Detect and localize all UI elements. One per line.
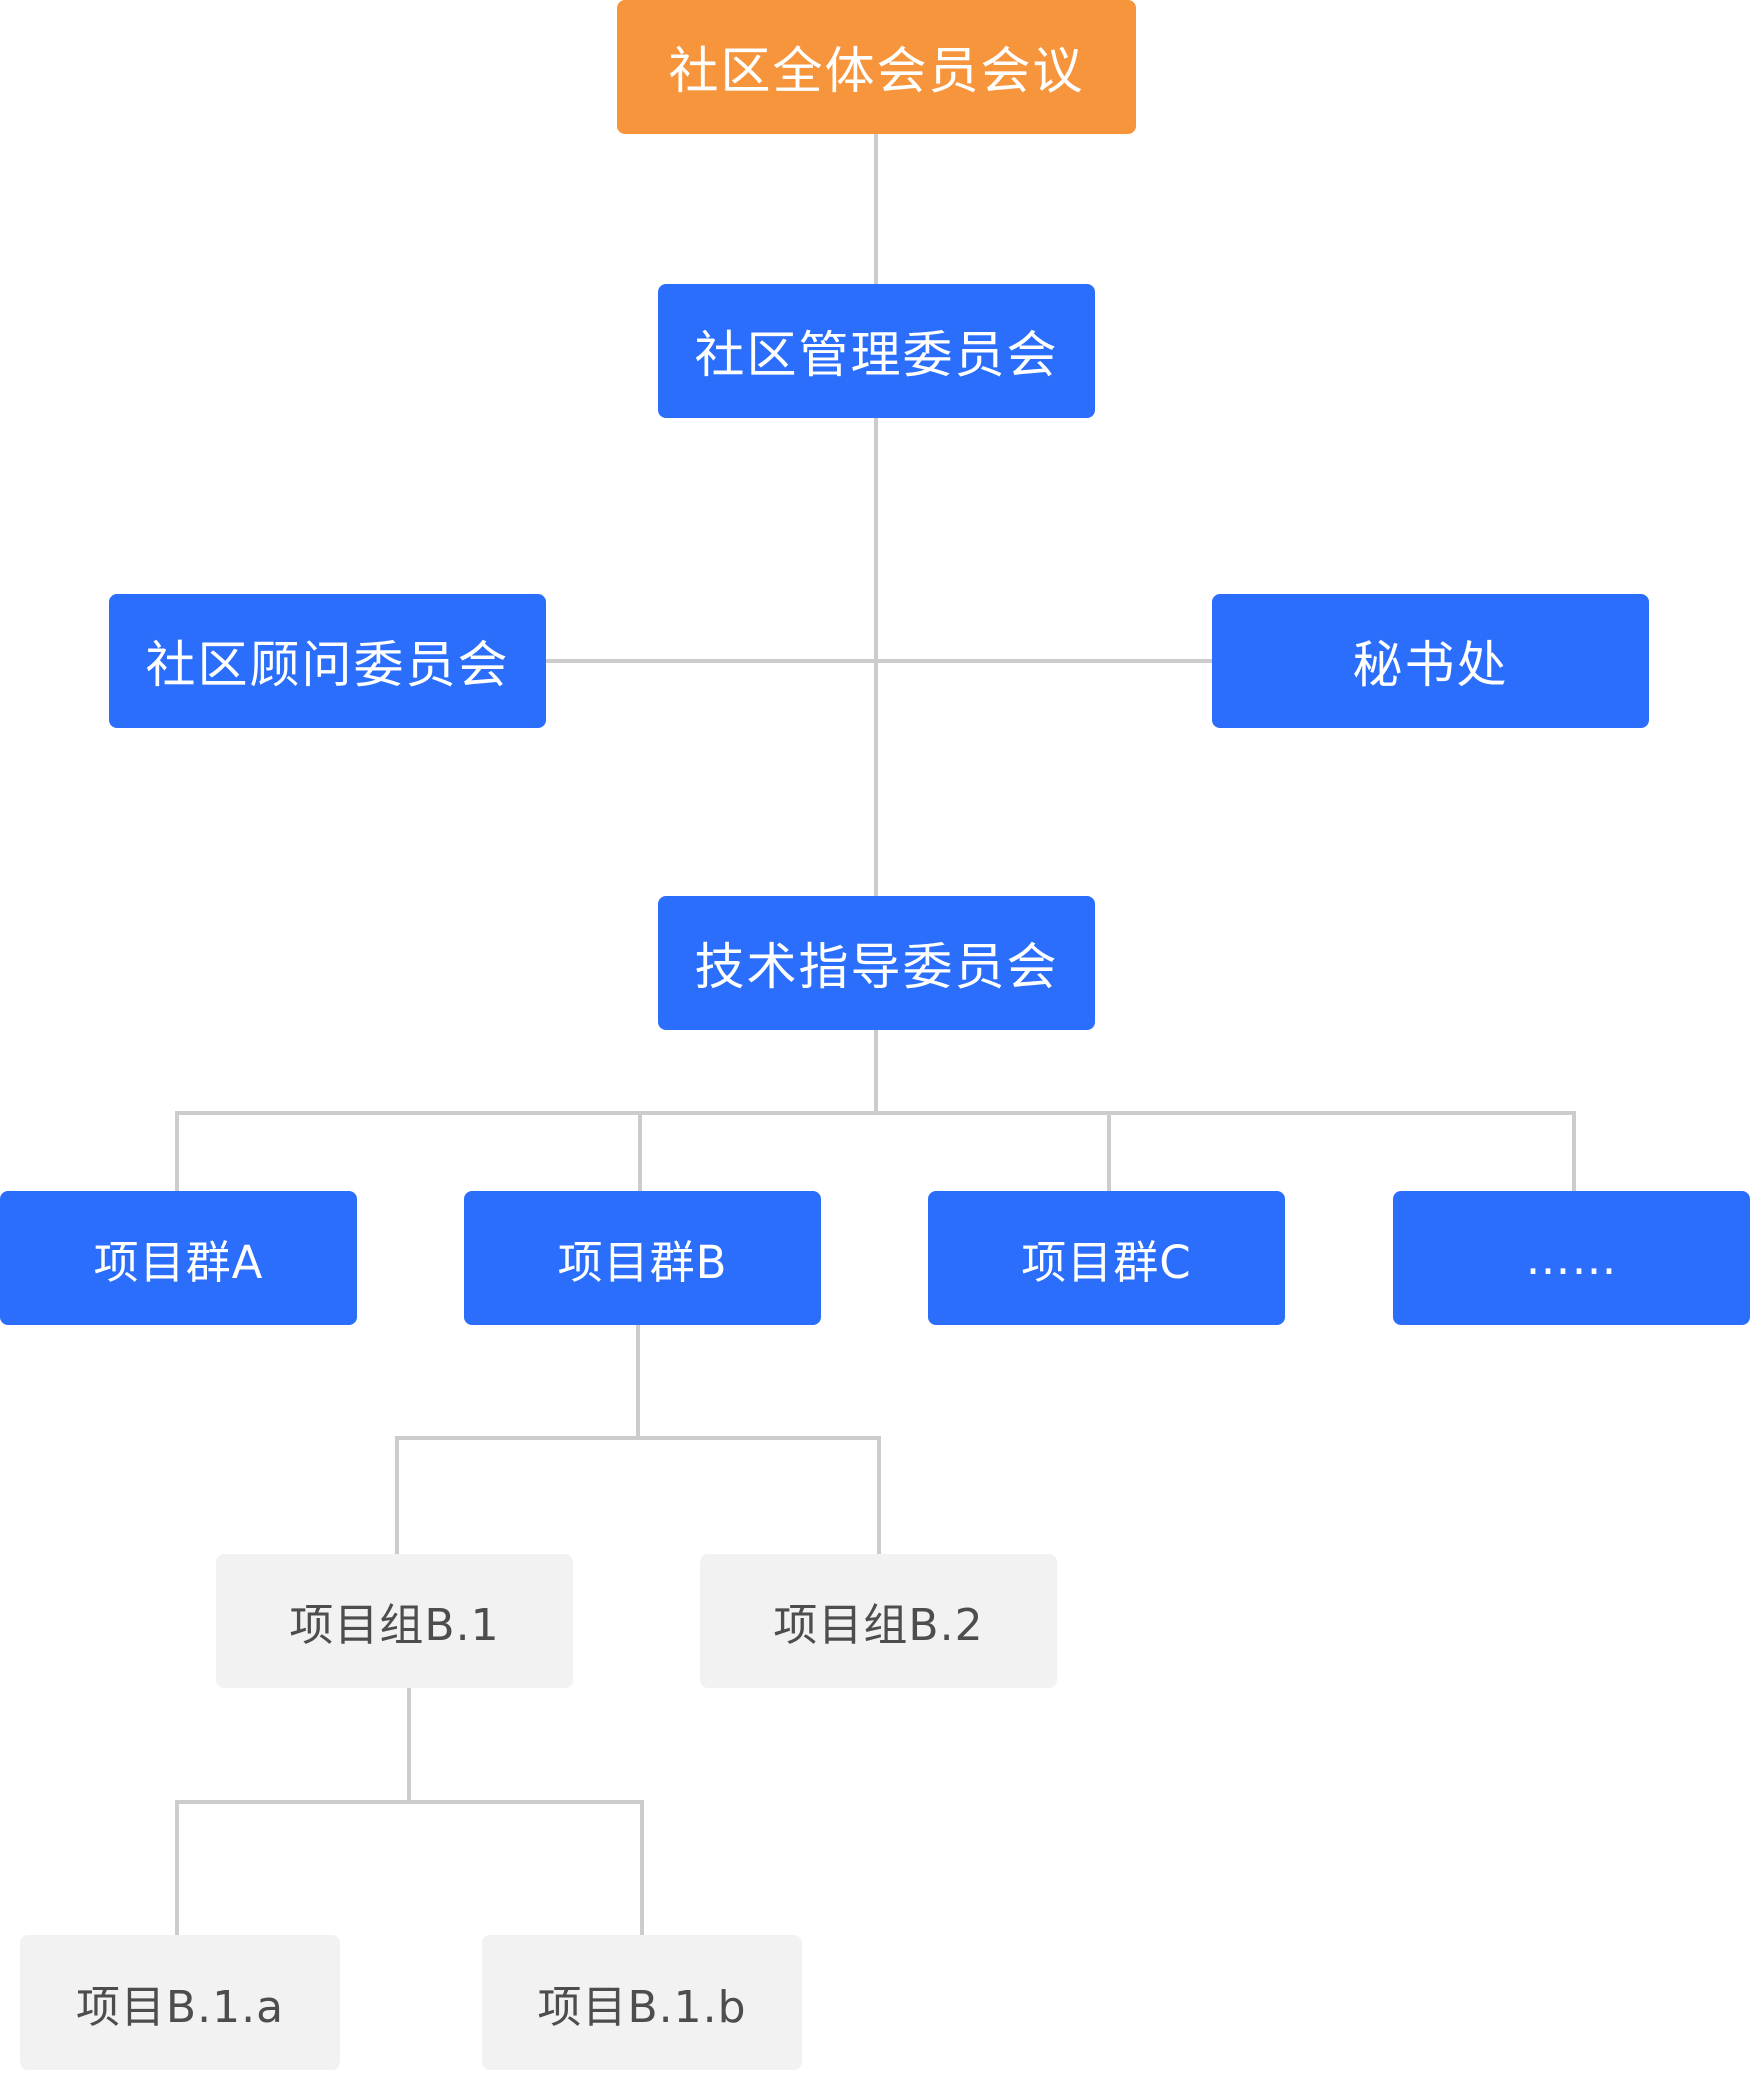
advisory-committee-node: 社区顾问委员会 xyxy=(109,594,546,728)
connector-group-bus xyxy=(175,1111,1576,1191)
project-team-label: 项目组B.1 xyxy=(289,1600,500,1651)
general-assembly-label: 社区全体会员会议 xyxy=(668,42,1085,100)
connector-project-bus xyxy=(175,1800,644,1935)
project-team-label: 项目组B.2 xyxy=(773,1600,984,1651)
project-node: 项目B.1.a xyxy=(20,1935,340,2070)
project-group-node: 项目群B xyxy=(464,1191,821,1325)
project-group-more-label: …… xyxy=(1525,1231,1618,1285)
technical-steering-committee-node: 技术指导委员会 xyxy=(658,896,1095,1030)
project-label: 项目B.1.b xyxy=(537,1981,747,2033)
project-group-label: 项目群B xyxy=(557,1235,728,1289)
project-group-node: 项目群A xyxy=(0,1191,357,1325)
management-committee-label: 社区管理委员会 xyxy=(694,326,1059,384)
project-node: 项目B.1.b xyxy=(482,1935,802,2070)
project-label: 项目B.1.a xyxy=(75,1981,285,2033)
project-group-node: 项目群C xyxy=(928,1191,1285,1325)
project-team-node: 项目组B.1 xyxy=(216,1554,573,1688)
secretariat-node: 秘书处 xyxy=(1212,594,1649,728)
technical-steering-committee-label: 技术指导委员会 xyxy=(694,938,1059,996)
management-committee-node: 社区管理委员会 xyxy=(658,284,1095,418)
project-group-label: 项目群A xyxy=(93,1235,264,1289)
secretariat-label: 秘书处 xyxy=(1352,636,1509,694)
advisory-committee-label: 社区顾问委员会 xyxy=(145,636,510,694)
connector-team-bus xyxy=(395,1436,881,1554)
general-assembly-node: 社区全体会员会议 xyxy=(617,0,1136,134)
project-group-more-node: …… xyxy=(1393,1191,1750,1325)
project-team-node: 项目组B.2 xyxy=(700,1554,1057,1688)
project-group-label: 项目群C xyxy=(1021,1235,1192,1289)
